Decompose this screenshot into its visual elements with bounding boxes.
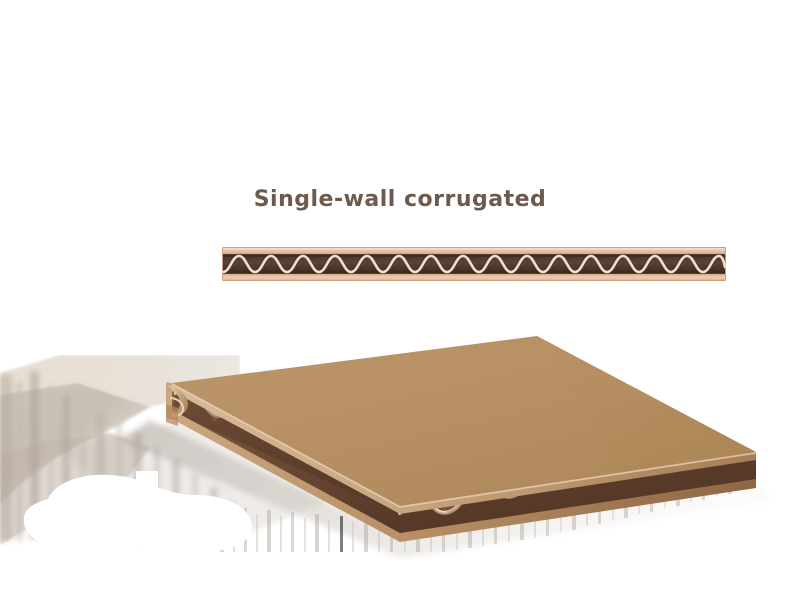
strip-core-shadow xyxy=(223,254,725,257)
board-bottom-liner-edge xyxy=(172,410,756,542)
single-wall-corrugated-cross-section xyxy=(222,247,726,281)
strip-core xyxy=(223,254,725,274)
diagram-title: Single-wall corrugated xyxy=(253,187,547,212)
strip-flute-waves xyxy=(222,254,726,274)
strip-bottom-liner xyxy=(223,274,725,280)
board-left-edge xyxy=(166,382,188,426)
board-edge-highlight xyxy=(171,383,757,508)
board-top-liner-edge xyxy=(172,383,756,514)
single-wall-corrugated-board-3d xyxy=(60,336,770,558)
board-top-face-shade xyxy=(537,336,756,472)
strip-top-liner xyxy=(223,248,725,254)
